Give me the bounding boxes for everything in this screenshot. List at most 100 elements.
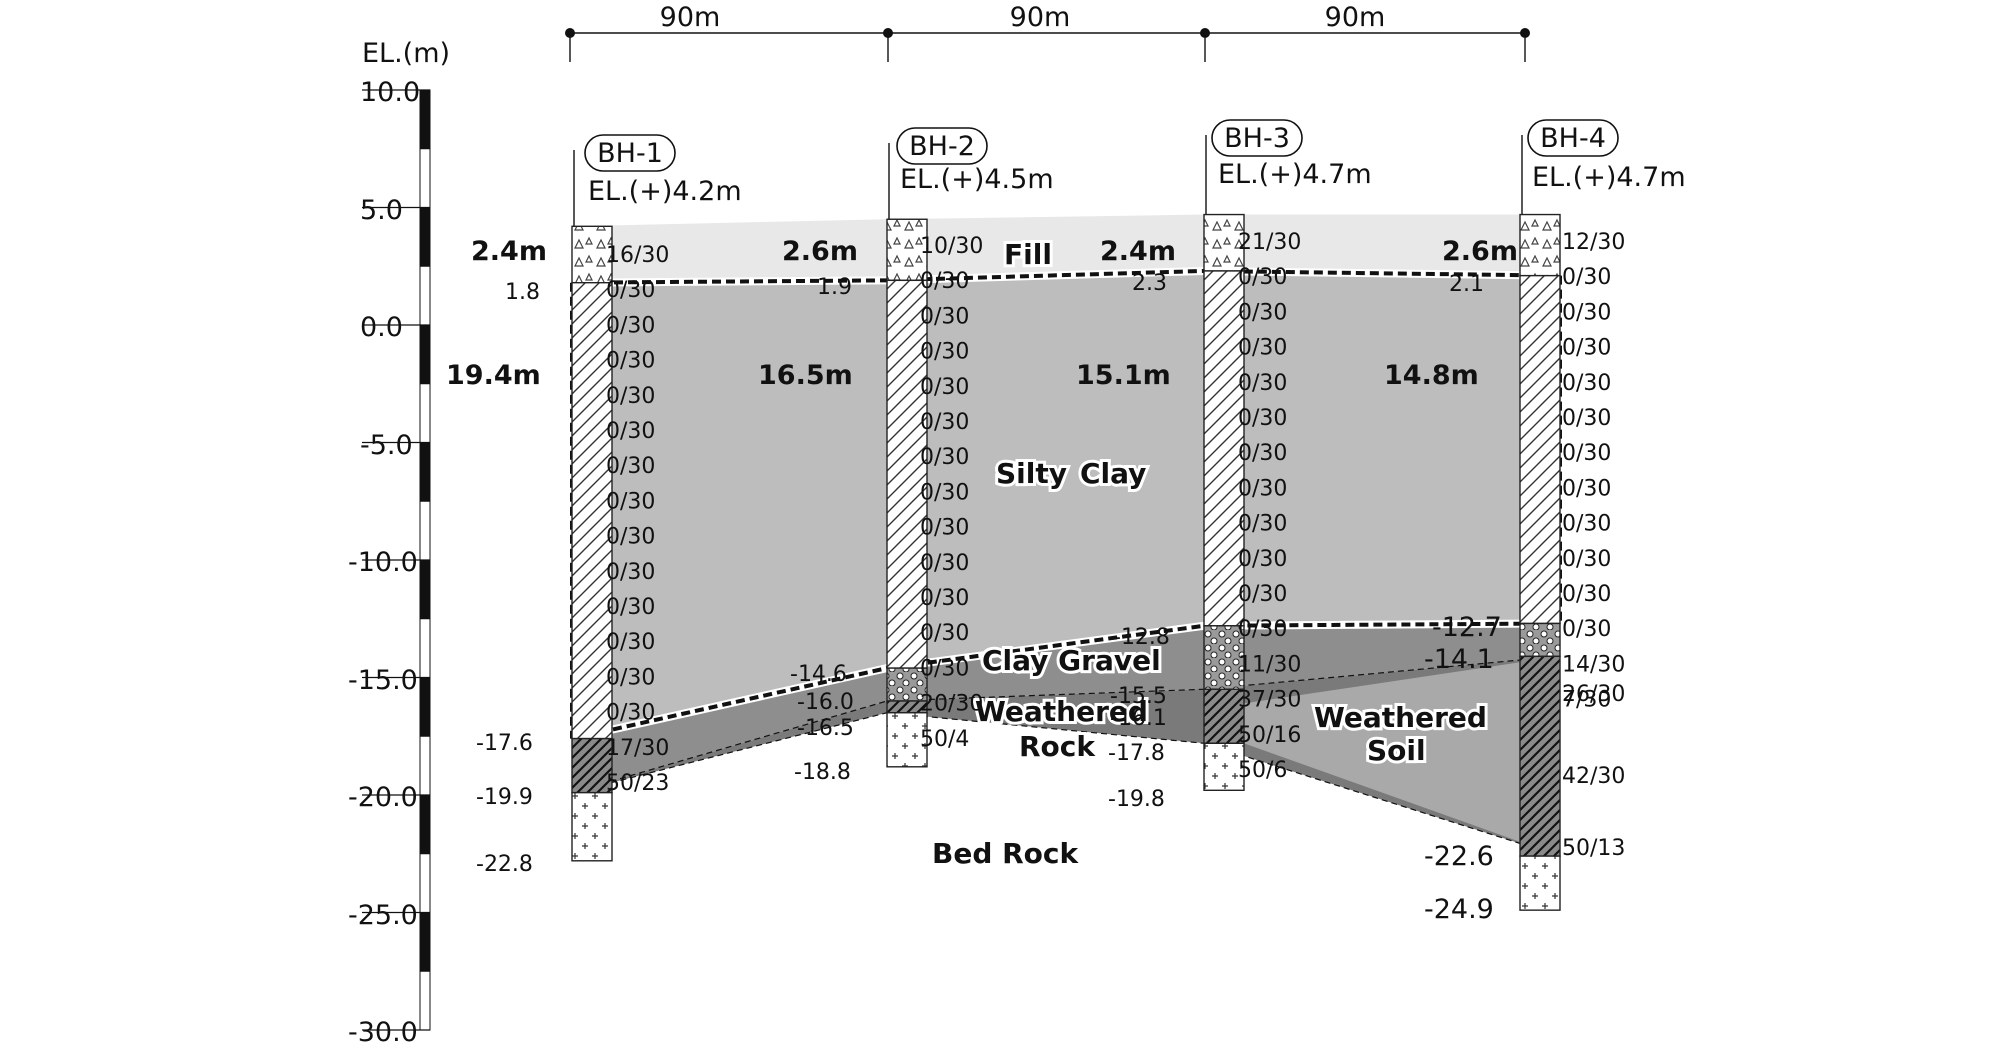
spt-value: 0/30	[1562, 406, 1611, 431]
spt-value: 0/30	[1562, 336, 1611, 361]
depth-label: -12.8	[1113, 625, 1170, 650]
spt-value: 50/13	[1562, 836, 1625, 861]
spt-value: 0/30	[1562, 300, 1611, 325]
spt-value: 0/30	[1238, 547, 1287, 572]
borehole-segment	[886, 218, 928, 282]
depth-label: -16.1	[1110, 706, 1167, 731]
layer-label-weathered-rock: Rock	[1019, 730, 1096, 763]
layer-label-weathered-soil: Soil	[1367, 734, 1426, 767]
borehole-segment	[1519, 655, 1561, 857]
depth-labels: 1.8 -17.6 -19.9 -22.8 1.9 -14.6 -16.0 -1…	[476, 271, 1502, 925]
layer-labels: Fill Silty Clay Clay Gravel Weathered Ro…	[929, 235, 1490, 873]
spt-value: 0/30	[920, 551, 969, 576]
layer-label-silty-clay: Silty	[996, 457, 1067, 490]
spt-value: 26/30	[1562, 682, 1625, 707]
spt-value: 0/30	[920, 445, 969, 470]
rock-boundary	[571, 712, 1561, 857]
depth-label: 1.9	[817, 275, 852, 300]
depth-label: -22.8	[476, 852, 533, 877]
spt-value: 50/6	[1238, 758, 1287, 783]
axis-scale-segment	[419, 794, 431, 855]
borehole-segment	[1203, 270, 1245, 627]
spt-value: 0/30	[606, 595, 655, 620]
spt-value: 0/30	[1562, 371, 1611, 396]
axis-labels: EL.(m) 10.0 5.0 0.0 -5.0 -10.0 -15.0 -20…	[348, 38, 450, 1048]
borehole-segment	[886, 667, 928, 702]
layer-label-weathered-rock: Weathered	[975, 695, 1148, 728]
layer-label-fill: Fill	[1004, 238, 1052, 271]
borehole-segment	[1519, 213, 1561, 277]
spt-value: 0/30	[606, 384, 655, 409]
spt-value: 21/30	[1238, 230, 1301, 255]
depth-label: -16.0	[797, 690, 854, 715]
axis-tick-label: -10.0	[348, 547, 418, 578]
axis-scale-segment	[419, 970, 431, 1031]
weathered-soil-area	[1244, 656, 1560, 857]
axis-tick-label: 0.0	[360, 312, 403, 343]
spt-value: 0/30	[606, 560, 655, 585]
depth-label: -22.6	[1424, 841, 1494, 872]
spt-value: 0/30	[1562, 441, 1611, 466]
borehole-segment	[1519, 622, 1561, 658]
depth-label: -14.6	[790, 662, 847, 687]
borehole-segment	[1203, 213, 1245, 272]
axis-scale-segment	[419, 324, 431, 385]
axis-scale-segment	[419, 207, 431, 267]
spt-value: 0/30	[1238, 371, 1287, 396]
spt-value: 0/30	[1562, 476, 1611, 501]
borehole-segment	[886, 279, 928, 669]
axis-scale-segment	[419, 912, 431, 972]
fill-thickness-label: 2.6m	[782, 236, 858, 267]
spt-value: 14/30	[1562, 652, 1625, 677]
spt-value: 7/30	[1562, 688, 1611, 713]
dimension-point	[1200, 28, 1210, 38]
axis-scale-segment	[419, 618, 431, 678]
spt-value: 0/30	[1238, 300, 1287, 325]
axis-tick-label: -30.0	[348, 1017, 418, 1048]
depth-label: 1.8	[505, 280, 540, 305]
spt-value: 0/30	[1562, 265, 1611, 290]
dimension-point	[883, 28, 893, 38]
spt-value: 0/30	[606, 419, 655, 444]
spt-value: 0/30	[1238, 582, 1287, 607]
borehole-columns	[571, 135, 1561, 911]
spt-value: 0/30	[1238, 406, 1287, 431]
fill-layer-area	[572, 214, 1560, 283]
borehole-segment	[1203, 742, 1245, 791]
spt-value: 12/30	[1562, 230, 1625, 255]
spt-value: 0/30	[606, 454, 655, 479]
axis-scale-segment	[419, 500, 431, 561]
depth-label: -15.5	[1110, 684, 1167, 709]
spt-value: 0/30	[1562, 582, 1611, 607]
axis-unit-label: EL.(m)	[362, 38, 450, 69]
spt-value: 0/30	[1562, 512, 1611, 537]
gravel-boundary	[571, 655, 1561, 794]
spt-value: 10/30	[920, 234, 983, 259]
depth-label: -19.8	[1108, 787, 1165, 812]
borehole-segment	[1519, 855, 1561, 911]
spt-value: 0/30	[920, 516, 969, 541]
borehole-surface-elevation: EL.(+)4.7m	[1532, 162, 1686, 193]
spt-value: 37/30	[1238, 688, 1301, 713]
axis-scale-segment	[419, 265, 431, 326]
spt-value: 0/30	[1238, 265, 1287, 290]
axis-tick-label: -25.0	[348, 900, 418, 931]
spacing-labels: 90m 90m 90m	[660, 2, 1386, 33]
spt-value: 20/30	[920, 692, 983, 717]
spt-value: 0/30	[920, 304, 969, 329]
depth-label: -19.9	[476, 785, 533, 810]
spt-value: 42/30	[1562, 764, 1625, 789]
spt-value: 50/23	[606, 771, 669, 796]
axis-scale-segment	[419, 89, 431, 150]
spt-value: 0/30	[920, 656, 969, 681]
spt-value: 16/30	[606, 243, 669, 268]
spt-value: 11/30	[1238, 652, 1301, 677]
spt-value: 0/30	[920, 586, 969, 611]
borehole-name: BH-4	[1540, 123, 1606, 154]
axis-tick-label: -20.0	[348, 782, 418, 813]
spacing-label: 90m	[1325, 2, 1386, 33]
depth-label: -17.8	[1108, 741, 1165, 766]
spt-value: 0/30	[606, 349, 655, 374]
axis-scale-segment	[419, 383, 431, 443]
